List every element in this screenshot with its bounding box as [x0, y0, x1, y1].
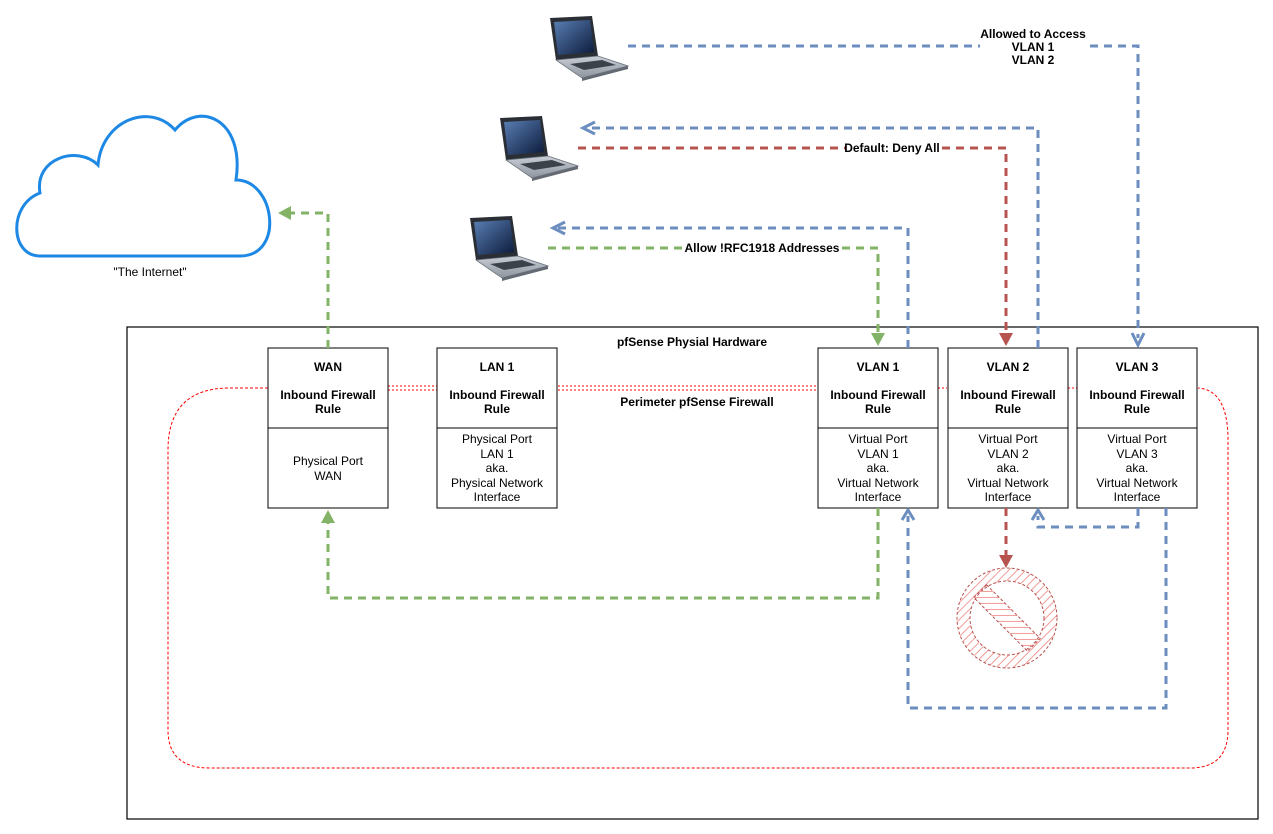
interface-port-line-4: Virtual Network — [1096, 476, 1178, 490]
interface-rule-line-1: Inbound Firewall — [280, 388, 375, 402]
edge-vlan1-to-wan-green — [321, 508, 880, 600]
interface-port-line-4: Virtual Network — [967, 476, 1049, 490]
interface-rule-line-1: Inbound Firewall — [1089, 388, 1184, 402]
interface-vlan-2: VLAN 2 Inbound Firewall Rule Virtual Por… — [947, 347, 1069, 509]
perimeter-loop — [167, 387, 1229, 769]
interface-port-line-3: aka. — [486, 461, 509, 475]
allow-rfc-label: Allow !RFC1918 Addresses — [685, 241, 840, 256]
deny-all-text: Default: Deny All — [844, 141, 940, 155]
edge-vlan3-in-blue — [628, 44, 1146, 349]
interface-port-line-3: aka. — [997, 461, 1020, 475]
interface-rule-line-1: Inbound Firewall — [449, 388, 544, 402]
hardware-title: pfSense Physial Hardware — [617, 335, 767, 349]
allow-rfc-text: Allow !RFC1918 Addresses — [685, 241, 840, 255]
interface-rule-line-1: Inbound Firewall — [830, 388, 925, 402]
interface-port-line-2: VLAN 1 — [857, 447, 899, 461]
interface-port-line-5: Interface — [985, 490, 1032, 504]
blocked-symbol — [956, 567, 1058, 669]
perimeter-label: Perimeter pfSense Firewall — [620, 395, 773, 409]
interface-name: VLAN 1 — [857, 360, 900, 374]
interface-port-line-4: Virtual Network — [837, 476, 919, 490]
internet-label: "The Internet" — [113, 265, 186, 279]
edge-vlan1-out-blue — [549, 220, 910, 348]
cloud-icon — [15, 114, 272, 258]
no-entry-icon — [956, 567, 1058, 669]
interface-port-line-3: aka. — [867, 461, 890, 475]
interface-port-line-2: WAN — [314, 469, 342, 483]
laptop-vlan1 — [470, 216, 550, 281]
interface-rule-line-1: Inbound Firewall — [960, 388, 1055, 402]
interface-port-line-5: Interface — [474, 490, 521, 504]
interface-wan: WAN Inbound Firewall Rule Physical Port … — [267, 347, 389, 509]
interface-port-line-3: aka. — [1126, 461, 1149, 475]
interface-vlan-3: VLAN 3 Inbound Firewall Rule Virtual Por… — [1076, 347, 1198, 509]
interface-name: VLAN 3 — [1116, 360, 1159, 374]
allowed-access-line-1: Allowed to Access — [980, 27, 1086, 41]
interface-rule-line-2: Rule — [484, 402, 510, 416]
interface-port-line-2: LAN 1 — [480, 447, 514, 461]
internet-cloud: "The Internet" — [15, 114, 272, 279]
laptop-vlan3 — [550, 16, 630, 81]
interface-lan-1: LAN 1 Inbound Firewall Rule Physical Por… — [436, 347, 558, 509]
interface-name: LAN 1 — [480, 360, 515, 374]
interface-name: WAN — [314, 360, 342, 374]
deny-all-label: Default: Deny All — [844, 141, 940, 156]
interface-rule-line-2: Rule — [995, 402, 1021, 416]
interface-port-line-1: Virtual Port — [978, 432, 1038, 446]
edge-vlan3-to-vlan2-blue — [1030, 507, 1140, 529]
interface-port-line-1: Virtual Port — [1107, 432, 1167, 446]
interface-port-line-1: Physical Port — [293, 454, 364, 468]
interface-name: VLAN 2 — [987, 360, 1030, 374]
interface-port-line-2: VLAN 3 — [1116, 447, 1158, 461]
laptop-icon — [470, 216, 550, 281]
allowed-access-label: Allowed to Access VLAN 1 VLAN 2 — [980, 27, 1086, 69]
interface-port-line-1: Virtual Port — [848, 432, 908, 446]
edge-vlan1-in-green — [548, 246, 885, 346]
interface-port-line-4: Physical Network — [451, 476, 544, 490]
laptop-vlan2 — [500, 116, 580, 181]
interface-port-line-2: VLAN 2 — [987, 447, 1029, 461]
interface-vlan-1: VLAN 1 Inbound Firewall Rule Virtual Por… — [817, 347, 939, 509]
edge-vlan2-deny-red — [999, 508, 1013, 568]
laptop-icon — [500, 116, 580, 181]
interface-port-line-1: Physical Port — [462, 432, 533, 446]
interface-rule-line-2: Rule — [315, 402, 341, 416]
edge-vlan2-out-blue — [579, 120, 1040, 348]
interface-rule-line-2: Rule — [865, 402, 891, 416]
edge-wan-to-internet-green — [278, 206, 330, 348]
edge-vlan2-in-red — [578, 146, 1013, 346]
allowed-access-line-2: VLAN 1 — [1012, 40, 1055, 54]
interface-port-line-5: Interface — [1114, 490, 1161, 504]
allowed-access-line-3: VLAN 2 — [1012, 53, 1055, 67]
laptop-icon — [550, 16, 630, 81]
edge-vlan3-to-vlan1-blue — [900, 507, 1168, 710]
interface-port-line-5: Interface — [855, 490, 902, 504]
interface-rule-line-2: Rule — [1124, 402, 1150, 416]
perimeter-links — [388, 385, 1077, 391]
